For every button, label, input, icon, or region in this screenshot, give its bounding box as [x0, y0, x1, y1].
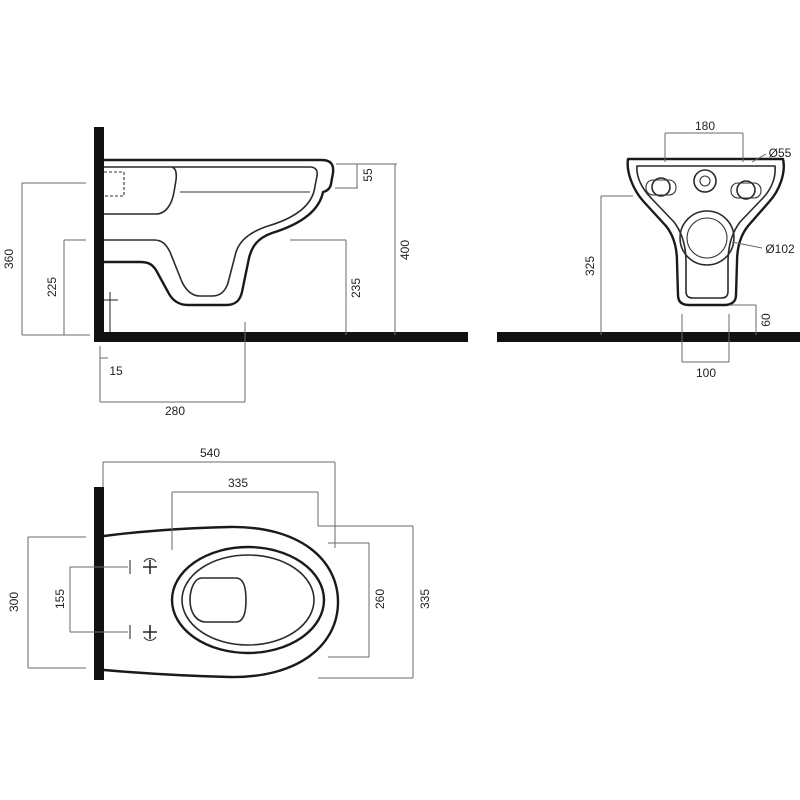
top-bowl-opening	[189, 577, 247, 623]
dim-line-155	[69, 566, 128, 633]
dim-line-180	[664, 132, 744, 162]
dim-line-325	[600, 195, 633, 335]
dim-label-300: 300	[7, 592, 21, 612]
front-mount-hole-left	[651, 177, 671, 197]
front-outer-shell	[626, 157, 785, 307]
dim-label-335-depth: 335	[418, 589, 432, 609]
front-mount-hole-right	[736, 180, 756, 200]
dim-label-55: 55	[361, 168, 375, 182]
top-wall	[94, 487, 104, 680]
front-mount-slot-left	[645, 179, 677, 196]
front-floor	[497, 332, 800, 342]
dim-line-300	[27, 536, 86, 669]
dim-label-225: 225	[45, 277, 59, 297]
dim-label-155: 155	[53, 589, 67, 609]
leader-d55	[751, 153, 767, 163]
dim-label-180: 180	[695, 119, 715, 133]
dim-label-540: 540	[200, 446, 220, 460]
side-floor	[94, 332, 468, 342]
front-inlet-hole-inner	[699, 175, 711, 187]
dim-line-260	[328, 542, 370, 658]
dim-line-15	[99, 346, 108, 402]
top-mount-point-upper	[143, 560, 157, 574]
dim-label-325: 325	[583, 256, 597, 276]
top-view: 540 335 300 155 260 335	[7, 446, 432, 680]
dim-line-280	[100, 322, 246, 403]
top-mount-point-lower	[143, 625, 157, 639]
dim-line-235	[290, 239, 347, 335]
dim-line-335-width	[171, 491, 319, 550]
dim-label-235: 235	[349, 278, 363, 298]
dim-label-d55: Ø55	[769, 146, 792, 160]
dim-line-60	[730, 304, 757, 335]
side-bowl-inner	[104, 166, 319, 297]
dim-label-360: 360	[2, 249, 16, 269]
top-seat-ring-inner	[181, 554, 315, 646]
side-wall	[94, 127, 104, 342]
top-mount-arc-lower	[143, 636, 157, 641]
dim-line-55	[335, 163, 397, 189]
dim-label-260: 260	[373, 589, 387, 609]
dim-label-400: 400	[398, 240, 412, 260]
front-inlet-hole	[693, 169, 717, 193]
side-bowl-back-wall	[104, 166, 178, 215]
dim-label-280: 280	[165, 404, 185, 418]
dim-label-335-width: 335	[228, 476, 248, 490]
dim-line-225	[63, 239, 86, 335]
dim-label-15: 15	[109, 364, 123, 378]
front-inner-shell	[636, 165, 776, 299]
front-mount-slot-right	[730, 182, 762, 199]
side-flush-inlet	[104, 171, 125, 197]
side-view: 360 225 55 400 235 15 280	[2, 127, 468, 418]
front-view: 180 Ø55 Ø102 325 60 100	[497, 119, 800, 380]
front-outlet-hole	[679, 210, 735, 266]
dim-label-d102: Ø102	[765, 242, 795, 256]
top-seat-ring-outer	[170, 545, 326, 655]
side-outer-shell	[102, 158, 335, 307]
dim-line-100	[681, 314, 730, 363]
dim-line-335-depth	[318, 525, 414, 679]
leader-d102	[731, 241, 763, 249]
top-mount-arc-upper	[143, 558, 157, 563]
front-outlet-hole-inner	[686, 217, 728, 259]
dim-label-60: 60	[759, 313, 773, 327]
dim-line-540	[102, 461, 336, 548]
dim-label-100: 100	[696, 366, 716, 380]
top-outer-shell	[102, 525, 340, 679]
dim-line-360	[21, 182, 90, 336]
